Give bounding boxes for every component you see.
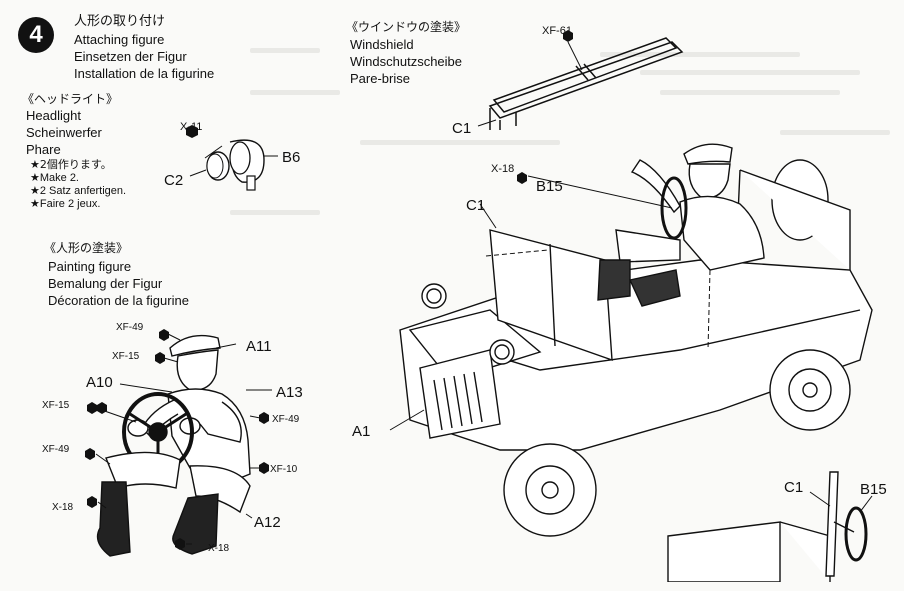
painting-title-en: Painting figure [48,259,132,274]
attach-title-jp: 人形の取り付け [74,14,166,29]
bleed-through [640,70,860,75]
headlight-title-fr: Phare [26,142,61,157]
paint-label-xf49: XF-49 [42,444,70,455]
part-label-a13: A13 [276,384,303,401]
paint-drop-icon [175,538,185,550]
paint-label-x18: X-18 [208,543,230,554]
attach-title-en: Attaching figure [74,32,165,47]
attach-title-de: Einsetzen der Figur [74,49,187,64]
paint-label-x18: X-18 [52,502,74,513]
paint-drop-icon [97,402,107,414]
paint-drop-icon [517,172,527,184]
headlight-title-en: Headlight [26,108,81,123]
detail-label-b15: B15 [860,481,887,498]
windshield-drawing [477,30,684,130]
headlight-note: ★2 Satz anfertigen. [30,185,127,197]
detail-label-c1: C1 [784,479,804,496]
paint-drop-icon [87,402,97,414]
part-label-a1: A1 [352,423,371,440]
paint-drop-icon [87,496,97,508]
part-label-b6: B6 [282,149,301,166]
figure-drawing [85,329,272,557]
headlight-note: ★Faire 2 jeux. [30,198,101,210]
jeep-drawing [389,143,873,537]
painting-title-de: Bemalung der Figur [48,276,163,291]
part-label-a10: A10 [86,374,113,391]
part-label-a12: A12 [254,514,281,531]
steering-detail-drawing [667,471,873,582]
bleed-through [780,130,890,135]
part-label-c1: C1 [452,120,472,137]
step-number-badge: 4 [18,17,54,53]
paint-label-xf15: XF-15 [42,400,70,411]
attach-title-fr: Installation de la figurine [74,66,215,81]
bleed-through [230,210,320,215]
bleed-through [250,48,320,53]
bleed-through [250,90,340,95]
headlight-title-jp: 《ヘッドライト》 [22,92,119,106]
windshield-title-de: Windschutzscheibe [350,54,462,69]
part-label-c2: C2 [164,172,184,189]
paint-label-xf49: XF-49 [272,414,300,425]
painting-title-fr: Décoration de la figurine [48,293,189,308]
bleed-through [600,52,800,57]
headlight-drawing [186,125,278,191]
paint-label-xf10: XF-10 [270,464,298,475]
bleed-through [660,90,840,95]
paint-drop-icon [259,462,269,474]
paint-drop-icon [259,412,269,424]
part-label-a11: A11 [246,338,272,355]
headlight-note: ★2個作ります。 [30,158,112,171]
paint-drop-icon [85,448,95,460]
windshield-title-en: Windshield [350,37,414,52]
paint-label-xf49: XF-49 [116,322,144,333]
paint-drop-icon [563,30,573,42]
paint-label-xf15: XF-15 [112,351,140,362]
headlight-title-de: Scheinwerfer [26,125,102,140]
part-label-c1: C1 [466,197,486,214]
part-label-b15: B15 [536,178,563,195]
paint-drop-icon [155,352,165,364]
windshield-title-fr: Pare-brise [350,71,410,86]
windshield-title-jp: 《ウインドウの塗装》 [346,20,467,34]
paint-drop-icon [159,329,169,341]
paint-label-x18: X-18 [491,163,515,175]
painting-title-jp: 《人形の塗装》 [44,241,129,255]
part-label-x11: X-11 [180,121,203,133]
headlight-note: ★Make 2. [30,172,79,184]
paint-drop-icon [186,125,198,138]
bleed-through [360,140,560,145]
